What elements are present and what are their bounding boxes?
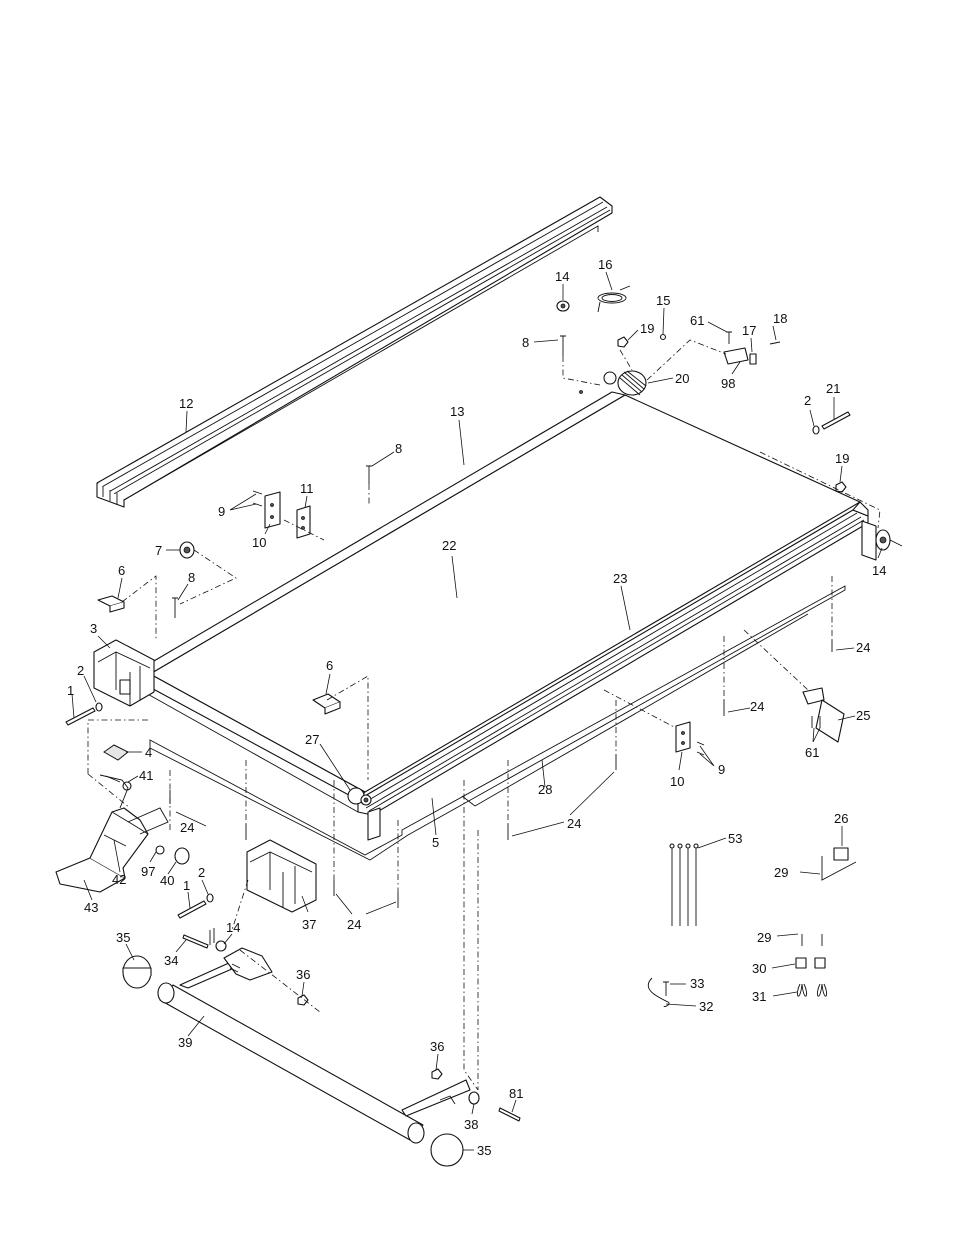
callout-19: 19 — [835, 451, 849, 466]
side-rail-part — [96, 196, 613, 508]
callout-10: 10 — [252, 535, 266, 550]
callout-6: 6 — [326, 658, 333, 673]
callout-40: 40 — [160, 873, 174, 888]
callout-31: 31 — [752, 989, 766, 1004]
callout-19: 19 — [640, 321, 654, 336]
rear-endcap — [93, 639, 155, 707]
callout-3: 3 — [90, 621, 97, 636]
callout-8: 8 — [188, 570, 195, 585]
callout-17: 17 — [742, 323, 756, 338]
rear-roller — [347, 787, 372, 806]
callout-labels: 12 13 14 16 15 19 8 20 61 17 18 98 2 21 … — [67, 257, 886, 1158]
callout-29: 29 — [774, 865, 788, 880]
callout-24: 24 — [567, 816, 581, 831]
front-pulley — [617, 370, 647, 396]
callout-14: 14 — [872, 563, 886, 578]
callout-2: 2 — [804, 393, 811, 408]
callout-24: 24 — [856, 640, 870, 655]
callout-42: 42 — [112, 872, 126, 887]
right-bolt-head — [875, 529, 903, 551]
small-parts — [65, 285, 857, 1122]
callout-35: 35 — [116, 930, 130, 945]
callout-25: 25 — [856, 708, 870, 723]
callout-5: 5 — [432, 835, 439, 850]
callout-22: 22 — [442, 538, 456, 553]
callout-35: 35 — [477, 1143, 491, 1158]
leader-lines — [71, 271, 883, 1151]
callout-97: 97 — [141, 864, 155, 879]
callout-41: 41 — [139, 768, 153, 783]
callout-13: 13 — [450, 404, 464, 419]
callout-12: 12 — [179, 396, 193, 411]
callout-6: 6 — [118, 563, 125, 578]
callout-27: 27 — [305, 732, 319, 747]
callout-36: 36 — [296, 967, 310, 982]
callout-23: 23 — [613, 571, 627, 586]
callout-24: 24 — [347, 917, 361, 932]
callout-38: 38 — [464, 1117, 478, 1132]
treadmill-frame — [141, 371, 877, 861]
callout-8: 8 — [522, 335, 529, 350]
callout-32: 32 — [699, 999, 713, 1014]
incline-frame — [55, 774, 169, 893]
callout-14: 14 — [555, 269, 569, 284]
callout-14: 14 — [226, 920, 240, 935]
callout-81: 81 — [509, 1086, 523, 1101]
callout-1: 1 — [183, 878, 190, 893]
callout-18: 18 — [773, 311, 787, 326]
callout-37: 37 — [302, 917, 316, 932]
callout-33: 33 — [690, 976, 704, 991]
callout-21: 21 — [826, 381, 840, 396]
callout-26: 26 — [834, 811, 848, 826]
callout-61: 61 — [805, 745, 819, 760]
callout-4: 4 — [145, 745, 152, 760]
callout-1: 1 — [67, 683, 74, 698]
callout-61: 61 — [690, 313, 704, 328]
callout-11: 11 — [300, 481, 314, 496]
callout-24: 24 — [180, 820, 194, 835]
callout-36: 36 — [430, 1039, 444, 1054]
callout-16: 16 — [598, 257, 612, 272]
callout-30: 30 — [752, 961, 766, 976]
callout-2: 2 — [198, 865, 205, 880]
callout-98: 98 — [721, 376, 735, 391]
callout-29: 29 — [757, 930, 771, 945]
callout-34: 34 — [164, 953, 178, 968]
assembly-lines — [87, 339, 881, 1091]
callout-39: 39 — [178, 1035, 192, 1050]
callout-28: 28 — [538, 782, 552, 797]
callout-20: 20 — [675, 371, 689, 386]
callout-8: 8 — [395, 441, 402, 456]
callout-7: 7 — [155, 543, 162, 558]
callout-15: 15 — [656, 293, 670, 308]
callout-9: 9 — [718, 762, 725, 777]
callout-43: 43 — [84, 900, 98, 915]
callout-10: 10 — [670, 774, 684, 789]
callout-53: 53 — [728, 831, 742, 846]
callout-2: 2 — [77, 663, 84, 678]
callout-24: 24 — [750, 699, 764, 714]
callout-9: 9 — [218, 504, 225, 519]
rear-leg-assembly — [122, 947, 471, 1167]
motor-hood — [246, 839, 317, 913]
